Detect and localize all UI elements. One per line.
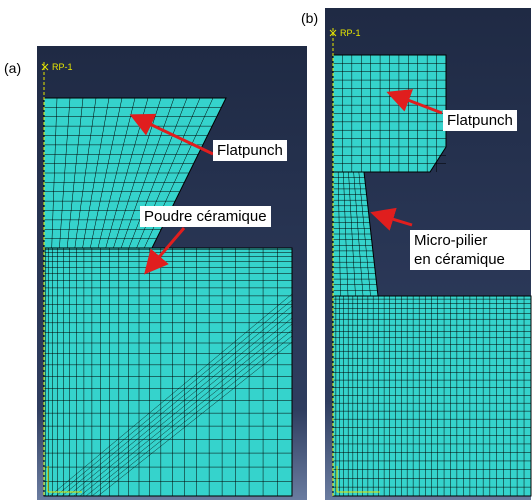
mesh-line — [79, 323, 293, 497]
panel-b-substrate-mesh — [332, 295, 532, 497]
mesh-line — [358, 171, 371, 297]
mesh-line — [74, 97, 97, 249]
mesh-line — [55, 299, 293, 497]
panel-b-micropillar-mesh-lines — [333, 171, 378, 297]
panel-a-powder-mesh — [43, 247, 293, 497]
panel-b-pillar-arrow — [370, 207, 413, 231]
panel-b-micropillar-callout-line2: en céramique — [414, 251, 505, 268]
mesh-line — [90, 97, 123, 249]
panel-a-powder-mesh-lines — [44, 248, 293, 497]
panel-a-flatpunch-mesh-lines — [44, 97, 222, 249]
mesh-line — [82, 97, 110, 249]
panel-a-reference-point-icon — [41, 63, 49, 71]
panel-a — [37, 46, 307, 500]
mesh-line — [348, 171, 356, 297]
mesh-line — [120, 97, 175, 249]
panel-b-flatpunch-mesh-lines — [333, 55, 446, 172]
panel-b-micropillar-callout-line1: Micro-pilier — [414, 232, 488, 249]
mesh-line — [353, 171, 364, 297]
panel-b-label: (b) — [301, 10, 319, 26]
panel-a-coordinate-triad-icon — [47, 466, 82, 493]
mesh-line — [343, 171, 349, 297]
mesh-line — [73, 317, 293, 497]
mesh-line — [61, 305, 293, 497]
mesh-line — [59, 97, 71, 249]
mesh-line — [67, 311, 293, 497]
panel-a-label: (a) — [4, 60, 22, 76]
panel-a-flatpunch-callout: Flatpunch — [213, 140, 287, 161]
mesh-line — [97, 341, 293, 497]
mesh-line — [51, 97, 58, 249]
panel-b-micropillar-callout: Micro-pilier en céramique — [410, 230, 530, 270]
mesh-line — [49, 293, 293, 497]
mesh-line — [337, 171, 341, 297]
panel-b-reference-point-icon — [329, 29, 337, 37]
mesh-line — [66, 97, 84, 249]
mesh-line — [91, 335, 293, 497]
panel-b-substrate-mesh-lines — [333, 296, 531, 496]
mesh-line — [85, 329, 293, 497]
panel-b-punch-arrow — [386, 89, 443, 115]
mesh-line — [128, 97, 188, 249]
panel-b-flatpunch-callout: Flatpunch — [443, 110, 517, 131]
panel-a-powder-arrow — [144, 227, 186, 275]
mesh-line — [97, 97, 136, 249]
panel-b-coordinate-triad-icon — [336, 466, 380, 493]
panel-a-rp-label: RP-1 — [52, 62, 73, 72]
panel-a-punch-arrow — [129, 113, 214, 156]
panel-b-rp-label: RP-1 — [340, 28, 361, 38]
panel-a-powder-callout: Poudre céramique — [140, 206, 271, 227]
